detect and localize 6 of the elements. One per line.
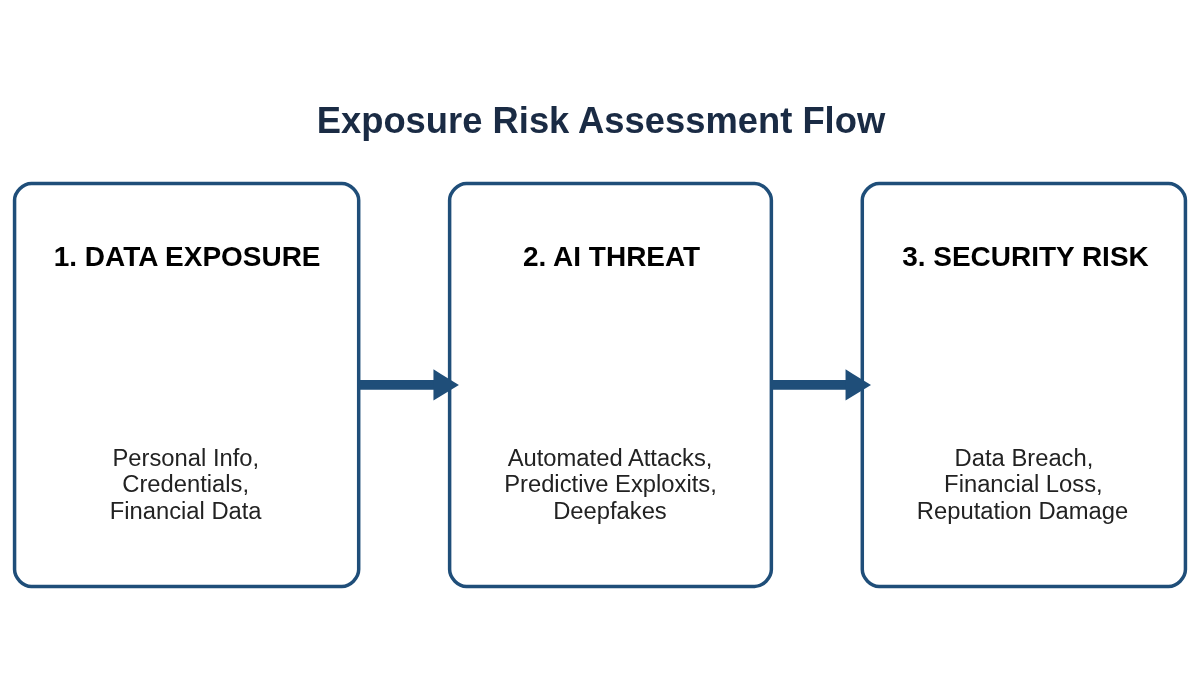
arrow — [359, 369, 459, 401]
node-box: 1. DATA EXPOSURE Personal Info, Credentials, Financial Data — [12, 181, 361, 589]
node-box: 3. SECURITY RISK Data Breach, Financial Loss, Reputation Damage — [860, 181, 1188, 589]
diagram-title: Exposure Risk Assessment Flow — [316, 99, 886, 141]
node-box: 2. AI THREAT Automated Attacks, Predictive Exploxits, Deepfakes — [447, 181, 774, 589]
arrow — [771, 369, 871, 401]
